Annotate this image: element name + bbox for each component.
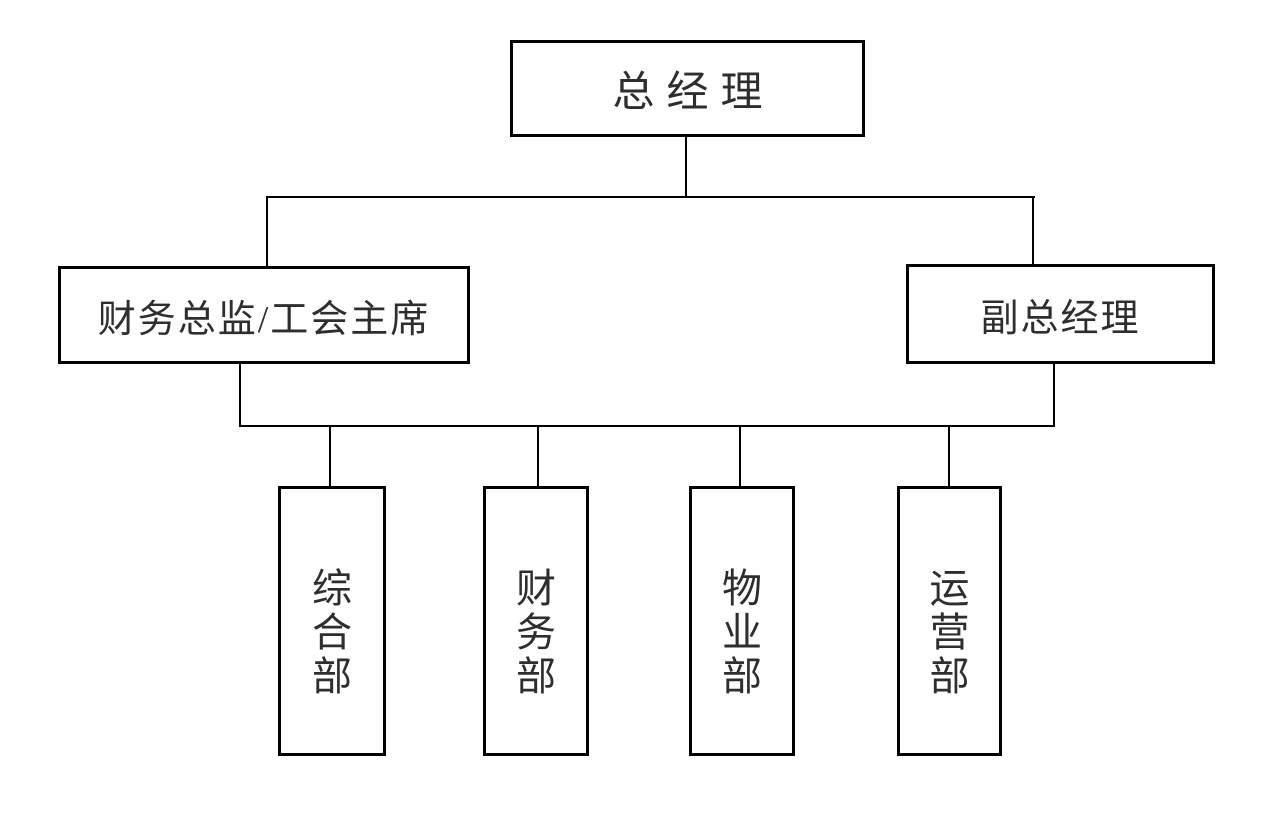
node-cfo-union-chairman-label: 财务总监/工会主席 <box>97 298 431 341</box>
connector-bus-level2 <box>266 196 1035 198</box>
connector-drop-cfo <box>266 196 268 266</box>
node-dept-finance: 财务部 <box>483 486 589 756</box>
node-dept-property-label: 物业部 <box>722 566 762 699</box>
connector-drop-dept-2 <box>537 425 539 486</box>
connector-drop-deputy <box>1032 196 1034 264</box>
connector-stem-deputy <box>1053 363 1055 427</box>
connector-drop-dept-1 <box>329 425 331 486</box>
connector-stem-cfo <box>239 363 241 427</box>
node-general-manager-label: 总经理 <box>612 70 775 116</box>
connector-bus-departments <box>239 425 1055 427</box>
node-general-manager: 总经理 <box>510 40 865 137</box>
node-deputy-general-manager-label: 副总经理 <box>980 297 1141 340</box>
node-deputy-general-manager: 副总经理 <box>906 264 1215 364</box>
connector-drop-dept-3 <box>739 425 741 486</box>
node-dept-general-affairs-label: 综合部 <box>312 566 352 699</box>
connector-root-stem <box>685 137 687 197</box>
node-dept-general-affairs: 综合部 <box>278 486 386 756</box>
connector-drop-dept-4 <box>948 425 950 486</box>
node-dept-operations-label: 运营部 <box>929 566 970 699</box>
node-cfo-union-chairman: 财务总监/工会主席 <box>58 266 470 364</box>
node-dept-operations: 运营部 <box>897 486 1002 756</box>
node-dept-finance-label: 财务部 <box>516 566 556 699</box>
node-dept-property: 物业部 <box>689 486 795 756</box>
